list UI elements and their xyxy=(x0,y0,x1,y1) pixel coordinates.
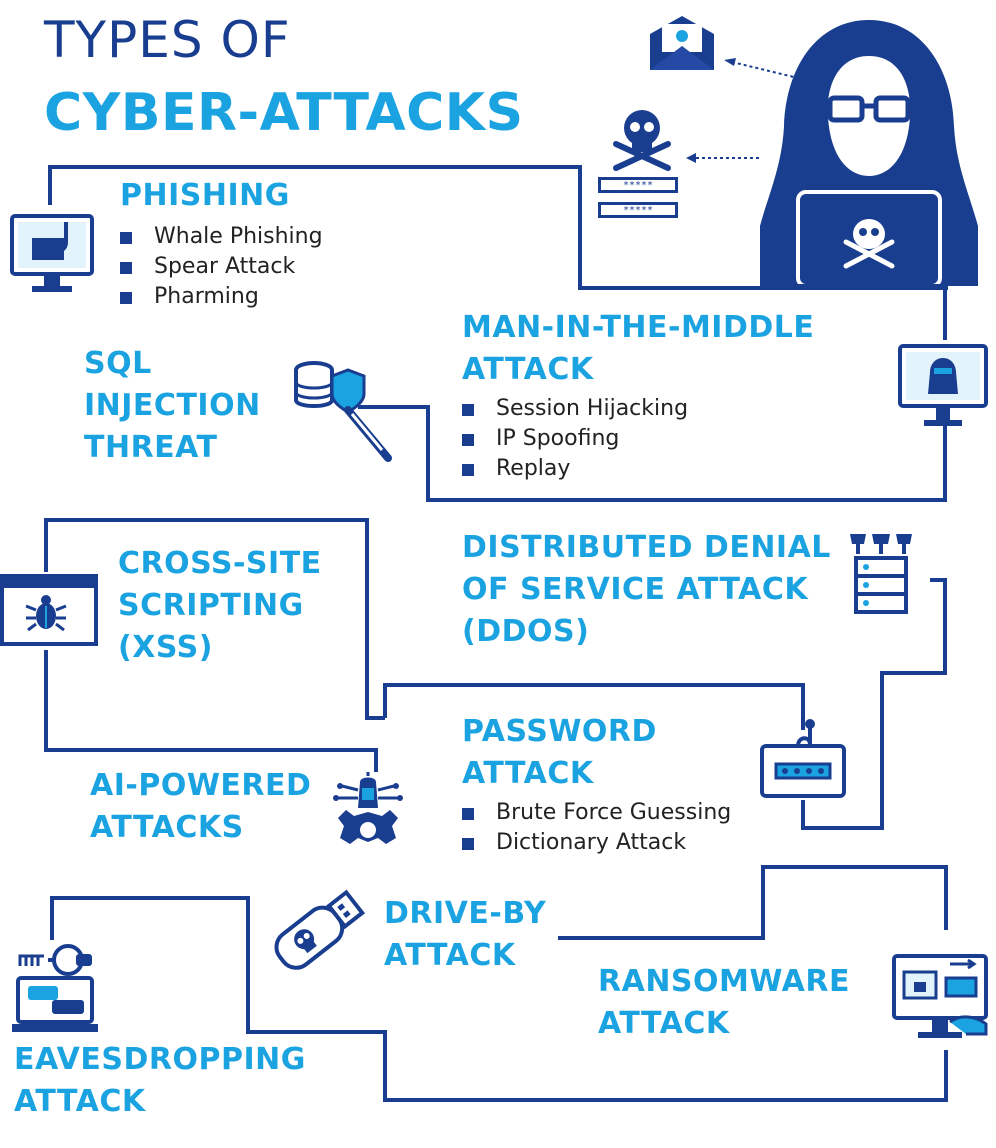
line-phishing-mitm xyxy=(48,165,947,340)
list-item: Session Hijacking xyxy=(462,394,688,424)
line-eaves-ransom xyxy=(50,896,948,1102)
phishing-list: Whale Phishing Spear Attack Pharming xyxy=(120,222,323,312)
driveby-heading-1: DRIVE-BY xyxy=(384,896,547,931)
arrow-dotted-1 xyxy=(724,58,799,79)
envelope-icon xyxy=(650,16,714,70)
line-xss-box xyxy=(44,518,385,720)
line-ddos-password xyxy=(801,578,947,830)
eavesdropping-heading-1: EAVESDROPPING xyxy=(14,1042,306,1077)
xss-heading-1: CROSS-SITE xyxy=(118,546,322,581)
mitm-heading-1: MAN-IN-THE-MIDDLE xyxy=(462,310,815,345)
ai-chip-gear-icon xyxy=(333,772,403,844)
list-item: Replay xyxy=(462,454,688,484)
arrow-dotted-2 xyxy=(686,153,762,163)
database-syringe-icon xyxy=(294,361,392,462)
laptop-chat-icon xyxy=(12,944,98,1032)
line-password-top xyxy=(383,683,805,730)
monitor-ransom-icon xyxy=(892,954,988,1038)
title-line-1: TYPES OF xyxy=(44,11,291,69)
sql-heading-2: INJECTION xyxy=(84,388,261,423)
password-field-2: ***** xyxy=(598,202,678,218)
browser-bug-icon xyxy=(0,574,98,646)
list-item: Whale Phishing xyxy=(120,222,323,252)
list-item: Spear Attack xyxy=(120,252,323,282)
ddos-heading-1: DISTRIBUTED DENIAL xyxy=(462,530,831,565)
server-rack-icon xyxy=(850,534,912,614)
xss-heading-3: (XSS) xyxy=(118,630,213,665)
password-list: Brute Force Guessing Dictionary Attack xyxy=(462,798,731,858)
title-line-2: CYBER-ATTACKS xyxy=(44,83,524,143)
mitm-heading-2: ATTACK xyxy=(462,352,594,387)
xss-heading-2: SCRIPTING xyxy=(118,588,304,623)
password-field-1: ***** xyxy=(598,177,678,193)
ransomware-heading-2: ATTACK xyxy=(598,1006,730,1041)
sql-heading-1: SQL xyxy=(84,346,152,381)
list-item: Brute Force Guessing xyxy=(462,798,731,828)
ai-heading-1: AI-POWERED xyxy=(90,768,312,803)
list-item: Dictionary Attack xyxy=(462,828,731,858)
phishing-heading: PHISHING xyxy=(120,178,290,213)
ddos-heading-2: OF SERVICE ATTACK xyxy=(462,572,809,607)
line-xss-ai xyxy=(44,650,378,772)
ransomware-heading-1: RANSOMWARE xyxy=(598,964,850,999)
ddos-heading-3: (DDOS) xyxy=(462,614,590,649)
password-heading-2: ATTACK xyxy=(462,756,594,791)
line-driveby-ransom xyxy=(558,865,948,940)
usb-skull-icon xyxy=(274,889,366,970)
driveby-heading-2: ATTACK xyxy=(384,938,516,973)
hooded-hacker-icon xyxy=(760,20,978,288)
list-item: IP Spoofing xyxy=(462,424,688,454)
mitm-list: Session Hijacking IP Spoofing Replay xyxy=(462,394,688,484)
skull-crossbones-icon xyxy=(613,110,671,171)
eavesdropping-heading-2: ATTACK xyxy=(14,1084,146,1119)
monitor-phishing-icon xyxy=(10,214,94,292)
padlock-password-icon xyxy=(760,719,846,798)
ai-heading-2: ATTACKS xyxy=(90,810,244,845)
list-item: Pharming xyxy=(120,282,323,312)
line-mitm-sql xyxy=(358,405,947,502)
sql-heading-3: THREAT xyxy=(84,430,218,465)
monitor-hacker-icon xyxy=(898,344,988,426)
password-heading-1: PASSWORD xyxy=(462,714,657,749)
laptop-base xyxy=(796,284,948,290)
